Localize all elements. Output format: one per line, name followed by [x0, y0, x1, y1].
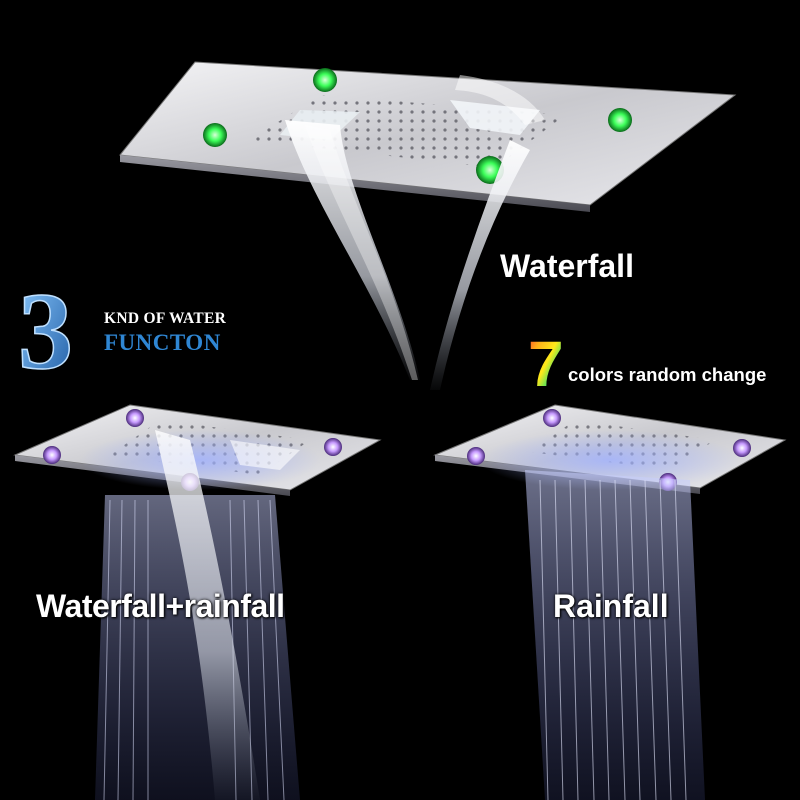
purple-led-icon	[324, 438, 342, 456]
waterfall-rainfall-label: Waterfall+rainfall	[36, 588, 285, 624]
svg-text:7: 7	[528, 330, 564, 390]
colors-caption: colors random change	[568, 364, 767, 385]
rainfall-shower-panel	[433, 404, 787, 800]
svg-text:3: 3	[18, 280, 73, 375]
green-led-icon	[203, 123, 227, 147]
purple-led-icon	[43, 446, 61, 464]
waterfall-shower-panel	[119, 61, 737, 390]
green-led-icon	[608, 108, 632, 132]
three-functions-badge: 3 KND OF WATER FUNCTON	[18, 280, 278, 375]
purple-led-icon	[126, 409, 144, 427]
badge-line-2: FUNCTON	[104, 330, 221, 355]
number-three-icon: 3	[18, 280, 74, 375]
green-led-icon	[313, 68, 337, 92]
badge-line-1: KND OF WATER	[104, 310, 227, 327]
waterfall-label: Waterfall	[500, 248, 634, 284]
rainfall-label: Rainfall	[553, 588, 669, 624]
purple-led-icon	[543, 409, 561, 427]
purple-led-icon	[467, 447, 485, 465]
number-seven-icon: 7	[528, 330, 564, 390]
purple-led-icon	[733, 439, 751, 457]
combo-shower-panel	[13, 404, 382, 800]
